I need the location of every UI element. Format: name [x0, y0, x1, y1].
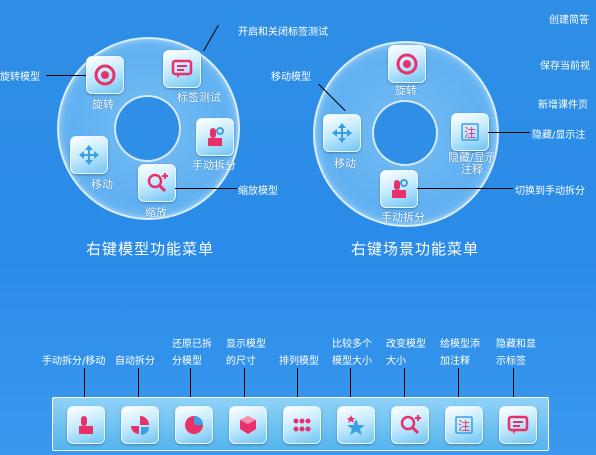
scene-rotate-button[interactable] [388, 45, 426, 83]
zoom-plus-icon [400, 415, 421, 435]
toolbar-restore-button[interactable] [175, 406, 213, 444]
scene-move-label: 移动 [334, 157, 356, 170]
note-icon: 注 [455, 416, 473, 434]
scale-annotation: 缩放模型 [238, 186, 278, 197]
side-annotation-save: 保存当前视 [540, 61, 590, 72]
toolbar-manual-split-button[interactable] [67, 406, 105, 444]
toolbar-dimension-button[interactable] [229, 406, 267, 444]
toolbar-label-resize: 改变模型大小 [386, 339, 426, 367]
scene-split-annotation: 切换到手动拆分 [515, 186, 585, 197]
toolbar-connector [513, 368, 514, 398]
toolbar-label-manual-split: 手动拆分/移动 [42, 356, 106, 367]
toolbar-connector [84, 368, 85, 398]
rotate-icon [94, 64, 116, 86]
toolbar-annotate-button[interactable]: 注 [445, 406, 483, 444]
toolbar-connector [404, 368, 405, 398]
label-test-label: 标签测试 [177, 91, 221, 104]
toolbar-compare-button[interactable] [337, 406, 375, 444]
toolbar-resize-button[interactable] [391, 406, 429, 444]
toolbar-label-compare: 比较多个模型大小 [332, 339, 372, 367]
bottom-toolbar: 注 [52, 397, 549, 451]
manual-split-label: 手动拆分 [192, 159, 236, 172]
rotate-annotation: 旋转模型 [0, 72, 40, 83]
left-menu-title: 右键模型功能菜单 [86, 240, 215, 258]
toolbar-label-toggle-button[interactable] [499, 406, 537, 444]
rotate-connector [46, 75, 86, 76]
toolbar-label-auto-split: 自动拆分 [115, 356, 155, 367]
toolbar-connector [458, 368, 459, 398]
scene-rotate-label: 旋转 [395, 84, 417, 97]
move-icon [79, 145, 99, 165]
manual-split-button[interactable] [196, 118, 234, 156]
comment-icon [171, 59, 193, 78]
hand-split-icon [79, 416, 93, 434]
toolbar-connector [350, 368, 351, 398]
note-icon: 注 [461, 123, 479, 141]
scene-split-connector [417, 188, 513, 189]
arrange-icon [293, 418, 311, 432]
hide-show-notes-annotation: 隐藏/显示注 [532, 130, 586, 141]
label-test-button[interactable] [163, 50, 201, 88]
zoom-plus-icon [147, 173, 168, 193]
rotate-button[interactable] [86, 56, 124, 94]
side-annotation-create: 创建简答 [549, 15, 589, 26]
dimension-icon [240, 416, 256, 434]
right-ring-hole [372, 100, 438, 166]
toolbar-label-arrange: 排列模型 [279, 356, 319, 367]
toolbar-label-annotate: 给模型添加注释 [440, 339, 480, 367]
hide-show-notes-button[interactable]: 注 [451, 113, 489, 151]
auto-split-icon [131, 416, 149, 435]
toolbar-label-restore: 还原已拆分模型 [172, 339, 212, 367]
left-ring-hole [114, 95, 181, 162]
scene-move-button[interactable] [323, 114, 361, 152]
move-label: 移动 [91, 178, 113, 191]
move-icon [332, 123, 352, 143]
move-button[interactable] [70, 136, 108, 174]
label-test-annotation: 开启和关闭标签测试 [238, 27, 328, 38]
toolbar-arrange-button[interactable] [283, 406, 321, 444]
rotate-icon [396, 53, 418, 75]
scene-split-label: 手动拆分 [381, 211, 425, 224]
toolbar-connector [138, 368, 139, 398]
comment-icon [507, 415, 529, 434]
toolbar-connector [190, 368, 191, 398]
compare-icon [347, 415, 365, 435]
side-annotation-new-page: 新增课件页 [538, 100, 588, 111]
toolbar-connector [244, 368, 245, 398]
right-menu-title: 右键场景功能菜单 [351, 240, 480, 258]
hand-split-icon [392, 179, 408, 198]
rotate-label: 旋转 [92, 98, 114, 111]
svg-text:注: 注 [458, 418, 470, 433]
toolbar-label-dimension: 显示模型的尺寸 [226, 339, 266, 367]
scene-move-annotation: 移动模型 [271, 72, 311, 83]
label-test-connector [203, 24, 219, 52]
hide-show-notes-connector [488, 132, 530, 133]
toolbar-connector [297, 368, 298, 398]
scene-split-button[interactable] [380, 170, 418, 208]
restore-icon [185, 416, 203, 434]
scale-connector [175, 188, 237, 189]
scale-button[interactable] [138, 164, 176, 202]
svg-text:注: 注 [464, 125, 476, 140]
hand-split-icon [208, 127, 224, 146]
scale-label: 缩放 [145, 206, 167, 219]
toolbar-label-hide-show: 隐藏和显示标签 [496, 339, 536, 367]
hide-show-notes-label: 隐藏/显示注释 [448, 151, 496, 176]
toolbar-auto-split-button[interactable] [121, 406, 159, 444]
